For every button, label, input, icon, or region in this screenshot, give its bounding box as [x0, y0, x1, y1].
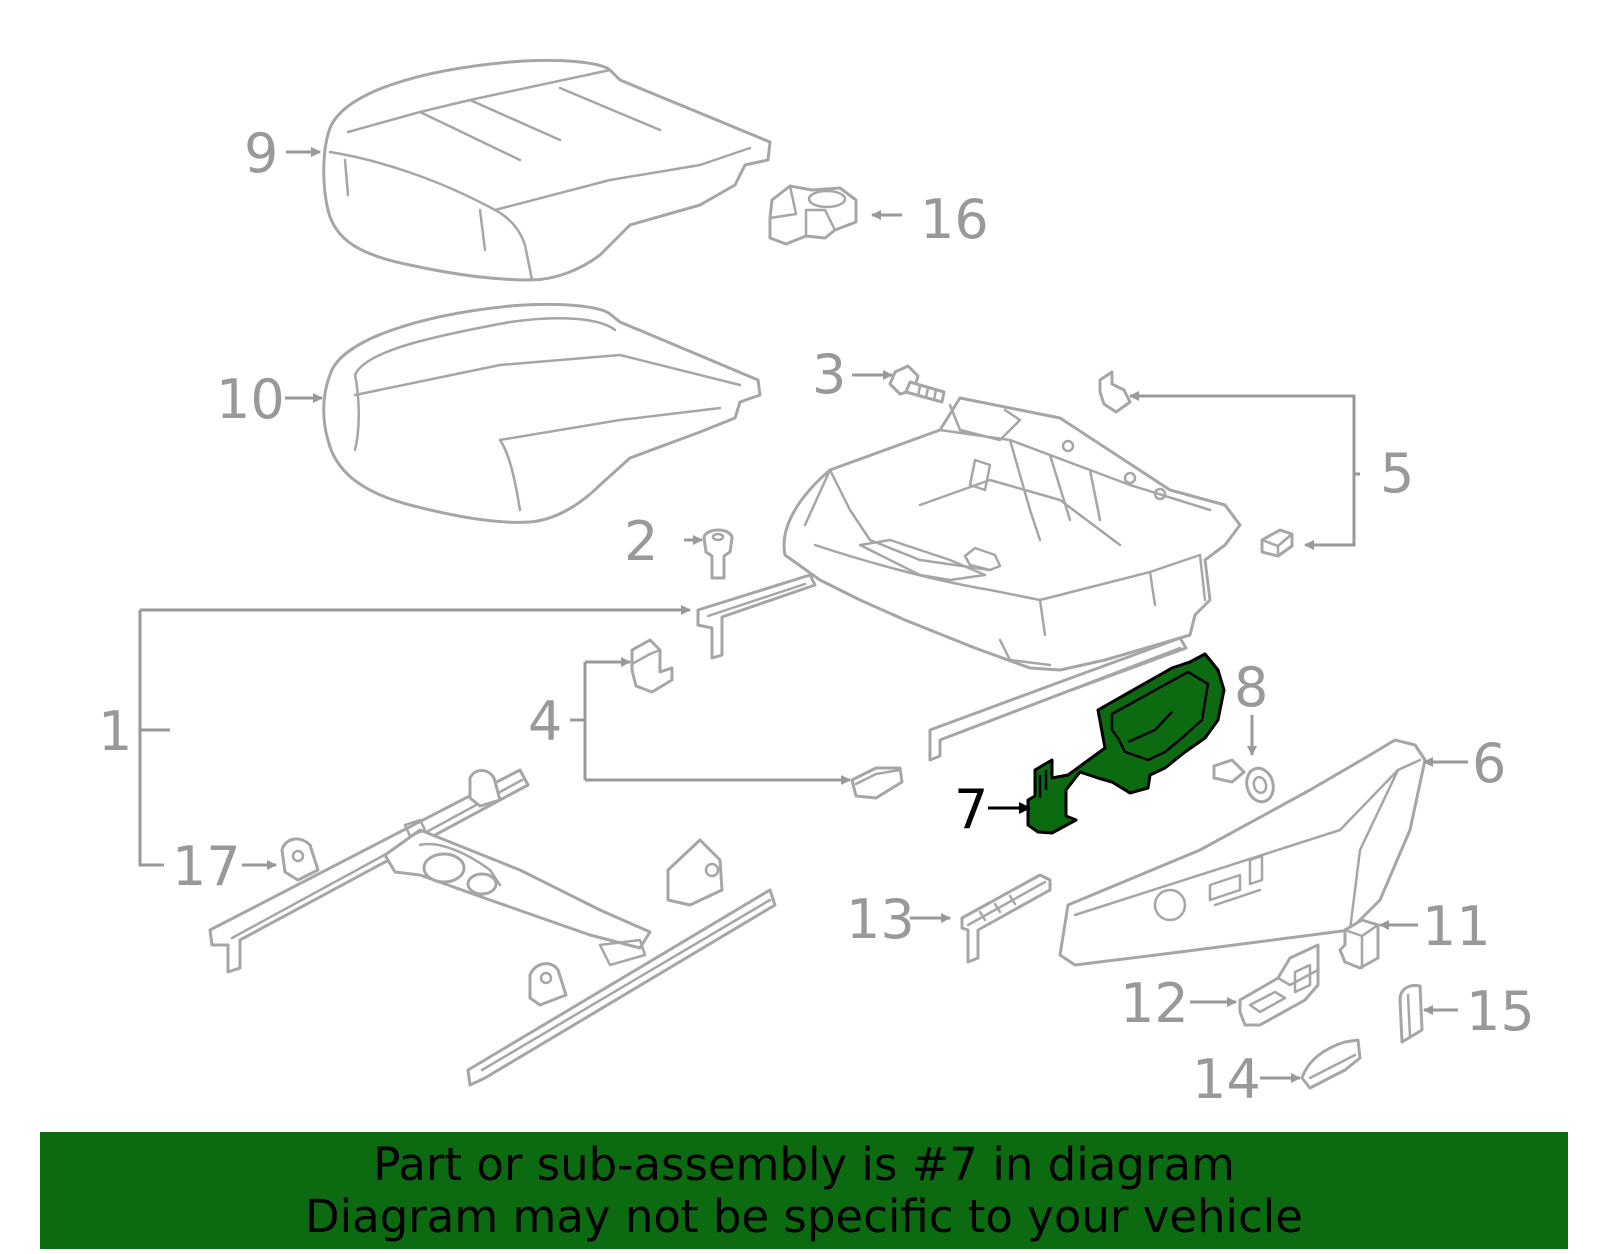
seat-track-part-17	[208, 768, 777, 1087]
banner-line-part-number: Part or sub-assembly is #7 in diagram	[373, 1137, 1235, 1191]
switch-part-11	[1338, 918, 1380, 970]
seat-cushion-pad-part-10	[322, 302, 762, 524]
callout-14: 14	[1192, 1048, 1261, 1111]
callout-17: 17	[172, 835, 241, 898]
clip-part-16	[768, 184, 858, 246]
screw-part-8	[1212, 758, 1275, 804]
callout-1: 1	[98, 700, 132, 763]
seat-cushion-cover-part-9	[322, 58, 772, 282]
callout-12: 12	[1120, 972, 1189, 1035]
callout-15: 15	[1466, 980, 1535, 1043]
side-shield-part-6	[1058, 738, 1427, 967]
callout-3: 3	[812, 343, 846, 406]
callout-6: 6	[1472, 732, 1506, 795]
knob-part-14	[1300, 1038, 1362, 1090]
callout-2: 2	[624, 510, 658, 573]
callout-labels: 9 10 16 3 5 2 1 4 8 6 7 17 13 11 12 15 1…	[98, 122, 1535, 1111]
trim-part-15	[1398, 984, 1424, 1044]
seat-frame-assembly	[696, 396, 1242, 762]
bracket-part-13	[960, 873, 1052, 964]
callout-7: 7	[954, 778, 988, 841]
callout-16: 16	[920, 188, 989, 251]
callout-4: 4	[528, 690, 562, 753]
leader-lines	[138, 147, 1468, 1083]
clips-part-4	[630, 638, 904, 800]
callout-11: 11	[1422, 895, 1491, 958]
callout-9: 9	[244, 122, 278, 185]
clips-part-5	[1098, 370, 1294, 558]
callout-8: 8	[1234, 656, 1268, 719]
switch-assembly-part-12	[1238, 943, 1320, 1027]
callout-10: 10	[216, 368, 285, 431]
part-info-banner: Part or sub-assembly is #7 in diagram Di…	[40, 1132, 1568, 1249]
highlighted-bracket-part-7	[1026, 652, 1226, 835]
callout-13: 13	[846, 888, 915, 951]
screw-part-2	[702, 528, 734, 580]
bolt-part-3	[888, 364, 946, 404]
banner-line-disclaimer: Diagram may not be specific to your vehi…	[305, 1189, 1303, 1243]
callout-5: 5	[1380, 442, 1414, 505]
